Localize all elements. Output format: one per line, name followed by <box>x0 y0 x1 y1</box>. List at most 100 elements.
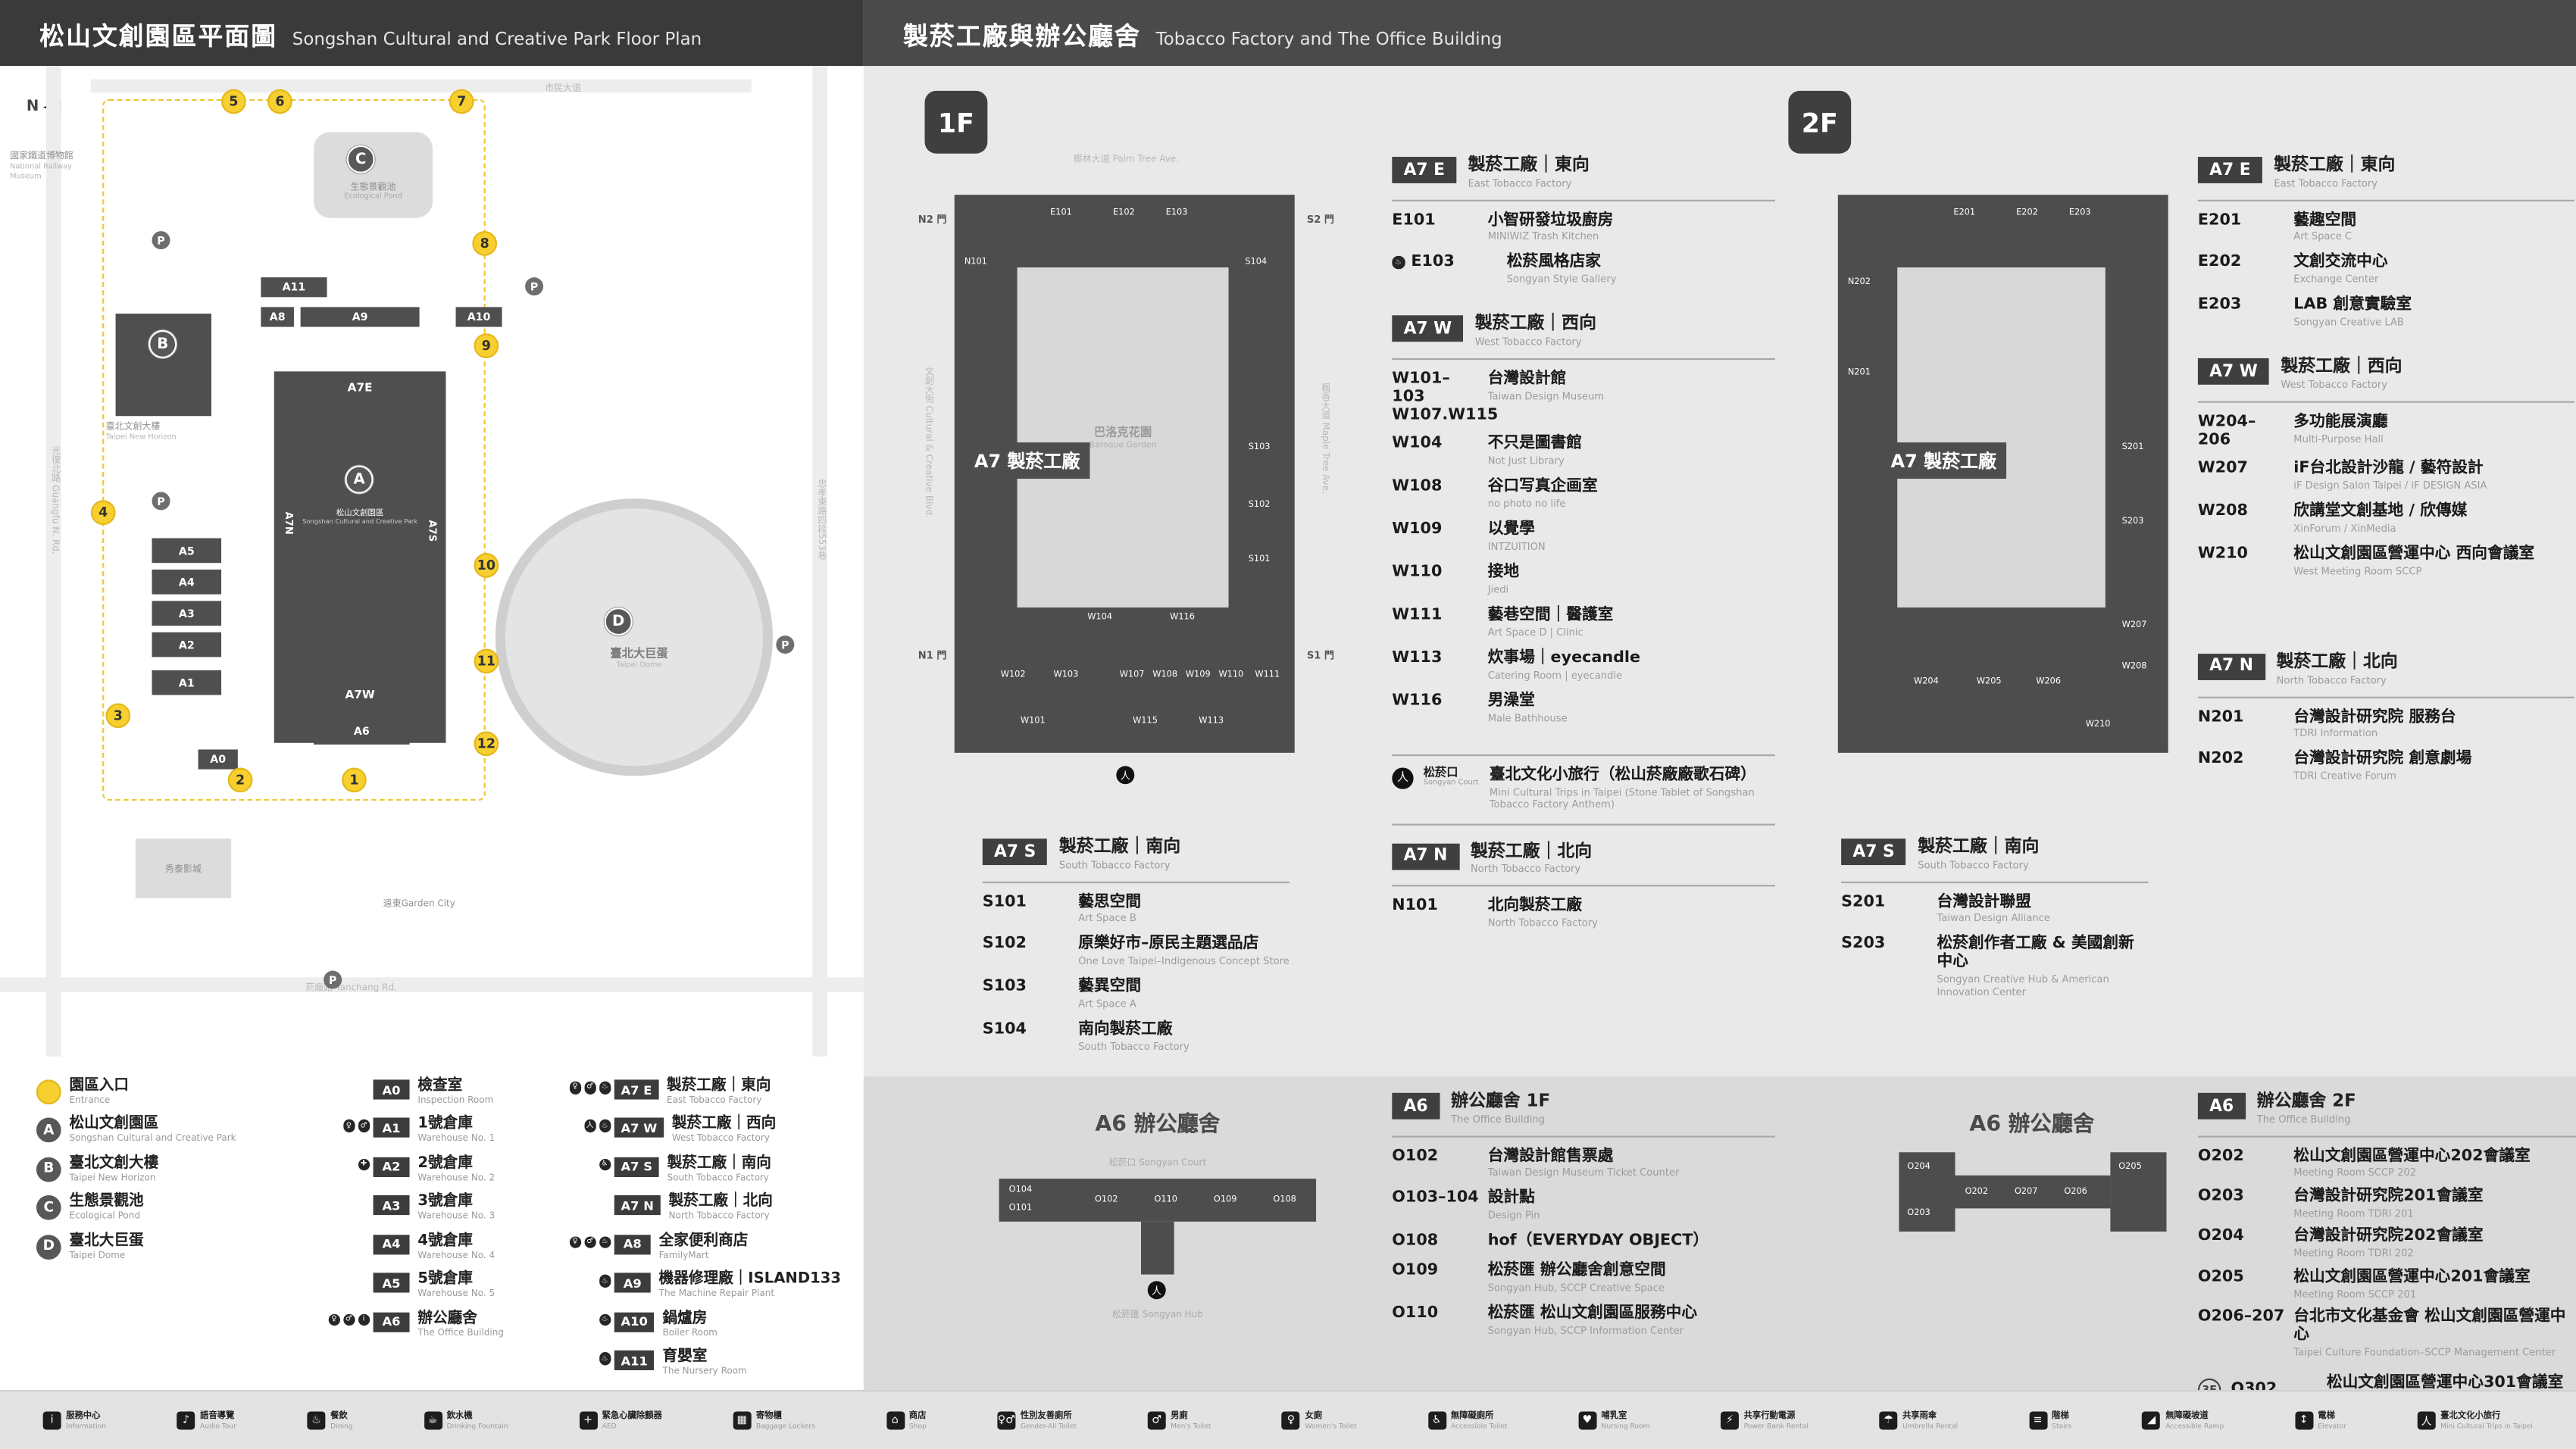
room-label: E202 <box>2016 208 2038 218</box>
right-title-en: Tobacco Factory and The Office Building <box>1155 30 1502 50</box>
facility-en: Accessible Ramp <box>2165 1421 2224 1430</box>
legend-building-row: A5 5號倉庫 Warehouse No. 5 <box>373 1272 588 1301</box>
room-label: W207 <box>2121 620 2147 631</box>
legend-zh: 鍋爐房 <box>662 1310 708 1328</box>
facility-legend-item: ⚡ 共享行動電源 Power Bank Rental <box>1721 1411 1809 1430</box>
facility-icon: ♨ <box>599 1275 611 1288</box>
building-code-badge: A7 E <box>614 1079 659 1100</box>
legend-en: West Tobacco Factory <box>671 1135 770 1145</box>
legend-building-row: A3 3號倉庫 Warehouse No. 3 <box>373 1194 588 1223</box>
facility-zh: 電梯 <box>2318 1411 2335 1422</box>
legend-zh: 辦公廳舍 <box>417 1310 477 1328</box>
entry-en: Taiwan Design Museum Ticket Counter <box>1487 1167 1680 1180</box>
legend-letter-row: C 生態景觀池 Ecological Pond <box>36 1194 309 1223</box>
legend-zh: 全家便利商店 <box>658 1232 749 1250</box>
new-horizon-zh: 臺北文創大樓 <box>105 422 161 433</box>
baroque-garden: 巴洛克花園 Baroque Garden <box>1017 267 1229 608</box>
legend-building-row: ♨ A9 機器修理廠｜ISLAND133 The Machine Repair … <box>599 1272 862 1301</box>
building-a10: A10 <box>455 307 502 327</box>
room-code: O103–104 <box>1392 1189 1479 1208</box>
entry-en: Jiedi <box>1487 584 1509 596</box>
entry-en: West Meeting Room SCCP <box>2293 566 2422 578</box>
park-boundary <box>102 98 486 801</box>
entry-zh: 松菸匯 松山文創園區服務中心 <box>1487 1304 1698 1323</box>
directory-entry: W210 松山文創園區營運中心 西向會議室 West Meeting Room … <box>2198 545 2574 579</box>
entry-zh: 多功能展演廳 <box>2293 412 2388 431</box>
directory-entry: W116 男澡堂 Male Bathhouse <box>1392 692 1775 725</box>
building-code-badge: A7 S <box>614 1157 659 1177</box>
directory-a6-1f: A6 辦公廳舍 1F The Office Building O102 台灣設計… <box>1392 1092 1775 1366</box>
entry-en: TDRI Information <box>2293 729 2378 741</box>
facility-zh: 寄物櫃 <box>755 1411 782 1422</box>
facility-en: Dining <box>330 1421 353 1430</box>
entry-en: Multi-Purpose Hall <box>2293 433 2384 445</box>
facility-en: Power Bank Rental <box>1743 1421 1809 1430</box>
room-label: E103 <box>1165 208 1188 218</box>
entry-list: E101 小智研發垃圾廚房 MINIWIZ Trash Kitchen ♨ E1… <box>1392 211 1775 287</box>
facility-icon: ♨ <box>307 1411 326 1430</box>
room-code: W101–103 W107.W115 <box>1392 370 1499 424</box>
room-code: W208 <box>2197 501 2248 520</box>
room-code: S203 <box>1841 935 1886 954</box>
building-code-badge: A11 <box>614 1351 655 1371</box>
room-code: E103 <box>1411 253 1455 272</box>
facility-en: Elevator <box>2318 1421 2347 1430</box>
facility-legend-item: ☂ 共享雨傘 Umbrella Rental <box>1879 1411 1958 1430</box>
songyan-court-icon: 人 <box>1116 766 1135 785</box>
facility-icon: ♀ <box>568 1236 582 1249</box>
legend-en: The Office Building <box>417 1329 504 1339</box>
legend-zh: 製菸工廠｜南向 <box>667 1155 771 1173</box>
legend-zh: 松山文創園區 <box>69 1116 159 1134</box>
facility-icon: ♨ <box>1392 256 1405 270</box>
marker-c: C <box>346 145 375 173</box>
legend-en: Warehouse No. 3 <box>417 1212 496 1223</box>
directory-entry: O110 松菸匯 松山文創園區服務中心 Songyan Hub, SCCP In… <box>1392 1304 1775 1337</box>
entry-en: MINIWIZ Trash Kitchen <box>1487 232 1599 244</box>
room-code: S102 <box>982 935 1027 954</box>
letter-marker-icon: C <box>36 1195 61 1221</box>
entry-zh: 台北市文化基金會 松山文創園區營運中心 <box>2293 1307 2566 1344</box>
building-a3: A3 <box>152 601 222 626</box>
entrance-en: Entrance <box>69 1095 111 1107</box>
building-a1: A1 <box>152 670 222 695</box>
facility-legend-item: ♀♂ 性別友善廁所 Gender-All Toilet <box>997 1411 1077 1430</box>
entrance-marker-10: 10 <box>474 553 499 578</box>
entrance-marker-icon <box>36 1079 61 1105</box>
room-label: N201 <box>1847 368 1871 379</box>
room-label: E101 <box>1050 208 1072 218</box>
entry-en: Songyan Creative LAB <box>2293 317 2404 329</box>
directory-entry: O202 松山文創園區營運中心202會議室 Meeting Room SCCP … <box>2198 1147 2576 1180</box>
legend-facility-icons: ♨ <box>561 1313 611 1327</box>
legend-building-row: A0 檢查室 Inspection Room <box>373 1078 588 1107</box>
entry-zh: 設計點 <box>1487 1189 1535 1208</box>
parking-icon: P <box>525 277 544 296</box>
room-label: W107 <box>1119 670 1145 680</box>
directory-entry: W110 接地 Jiedi <box>1392 563 1775 596</box>
entry-zh: 不只是圖書館 <box>1487 434 1582 453</box>
room-label: W204 <box>1914 676 1939 687</box>
facility-icon: ♂ <box>583 1236 596 1249</box>
legend-building-row: ♀♂♨ A8 全家便利商店 FamilyMart <box>568 1232 862 1262</box>
facility-legend-item: ↕ 電梯 Elevator <box>2294 1411 2347 1430</box>
garden-city-label: 遠東Garden City <box>383 899 455 910</box>
facility-icon: ↕ <box>2294 1411 2313 1430</box>
road-left-label: 光復北路 Guangfu N. Rd. <box>49 445 60 554</box>
room-label: S201 <box>2121 442 2144 453</box>
entry-zh: 藝思空間 <box>1078 892 1142 911</box>
legend-zh: 育嬰室 <box>662 1349 708 1366</box>
room-code: O204 <box>2197 1227 2244 1246</box>
section-badge: A7 W <box>2197 358 2270 386</box>
room-code: W109 <box>1392 520 1443 539</box>
facility-en: Drinking Fountain <box>446 1421 508 1430</box>
room-label: E201 <box>1953 208 1976 218</box>
legend-en: Warehouse No. 1 <box>417 1135 496 1145</box>
directory-entry: W204–206 多功能展演廳 Multi-Purpose Hall <box>2198 412 2574 451</box>
section-zh: 製菸工廠｜北向 <box>1470 841 1593 861</box>
entry-list: W101–103 W107.W115 台灣設計館 Taiwan Design M… <box>1392 370 1775 725</box>
entry-list: N101 北向製菸工廠 North Tobacco Factory <box>1392 897 1775 930</box>
entry-en: Songyan Hub, SCCP Information Center <box>1487 1325 1684 1337</box>
entry-zh: 台灣設計研究院 創意劇場 <box>2293 750 2472 769</box>
entry-zh: 松菸風格店家 <box>1506 253 1602 272</box>
directory-entry: W113 炊事場｜eyecandle Catering Room | eyeca… <box>1392 648 1775 682</box>
entry-list: W204–206 多功能展演廳 Multi-Purpose Hall W207 … <box>2197 412 2574 579</box>
